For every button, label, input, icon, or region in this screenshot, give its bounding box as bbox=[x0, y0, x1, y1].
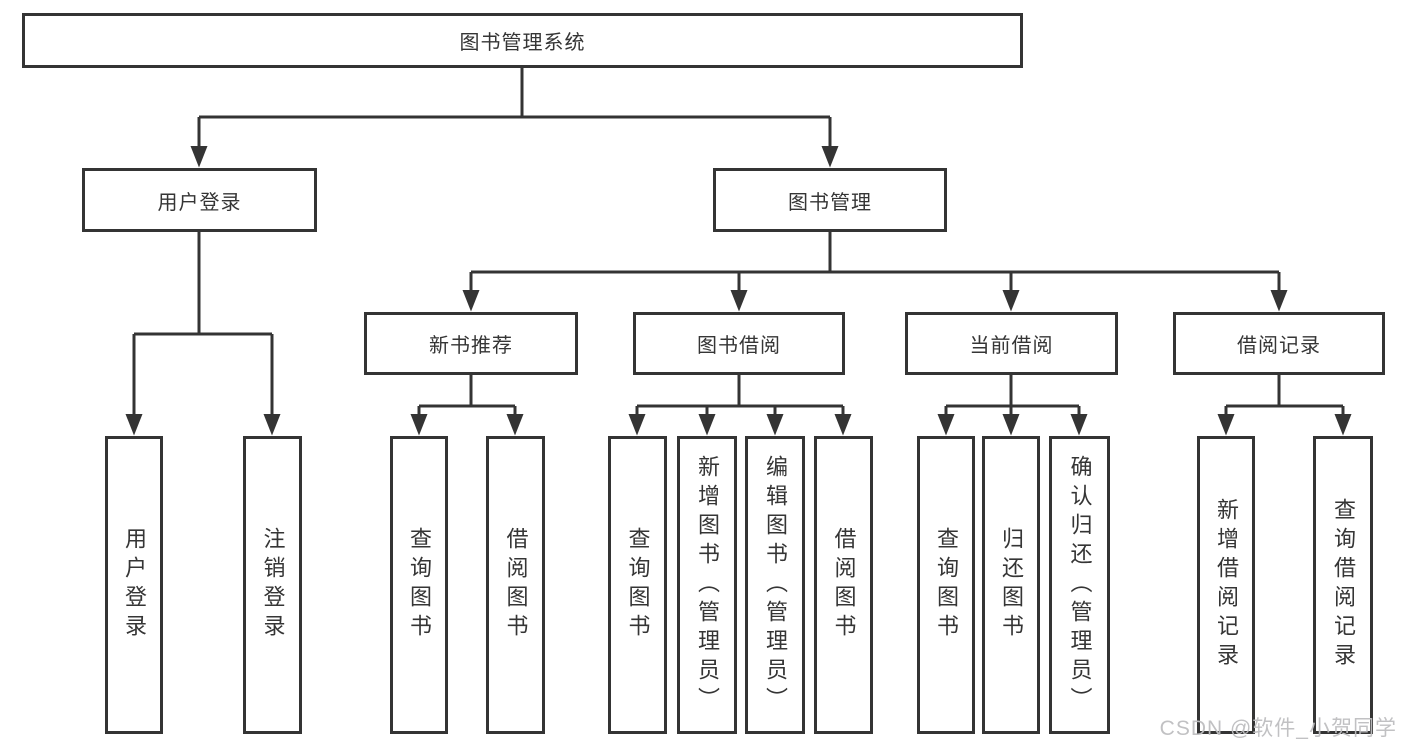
leaf-edit-books-admin: 编辑图书（管理员） bbox=[745, 436, 805, 734]
node-user-login: 用户登录 bbox=[82, 168, 317, 232]
leaf-query-books-recommend: 查询图书 bbox=[390, 436, 448, 734]
node-label: 图书管理系统 bbox=[459, 32, 586, 54]
node-label: 查询图书 bbox=[407, 527, 432, 643]
node-label: 图书借阅 bbox=[697, 335, 781, 357]
node-label: 借阅图书 bbox=[831, 527, 857, 643]
node-book-management: 图书管理 bbox=[713, 168, 947, 232]
node-label: 查询借阅记录 bbox=[1331, 498, 1356, 672]
leaf-return-books: 归还图书 bbox=[982, 436, 1040, 734]
leaf-query-borrow-record: 查询借阅记录 bbox=[1313, 436, 1373, 734]
leaf-logout: 注销登录 bbox=[243, 436, 302, 734]
node-root-book-management-system: 图书管理系统 bbox=[22, 13, 1023, 68]
node-label: 图书管理 bbox=[788, 191, 872, 214]
node-borrowing-records: 借阅记录 bbox=[1173, 312, 1385, 375]
leaf-confirm-return-admin: 确认归还（管理员） bbox=[1049, 436, 1110, 734]
leaf-borrow-books: 借阅图书 bbox=[814, 436, 873, 734]
leaf-add-books-admin: 新增图书（管理员） bbox=[677, 436, 737, 734]
leaf-query-books-current: 查询图书 bbox=[917, 436, 975, 734]
node-label: 归还图书 bbox=[999, 527, 1024, 643]
node-label: 用户登录 bbox=[122, 527, 147, 643]
leaf-add-borrow-record: 新增借阅记录 bbox=[1197, 436, 1255, 734]
node-label: 确认归还（管理员） bbox=[1067, 454, 1093, 716]
node-label: 新增借阅记录 bbox=[1214, 498, 1239, 672]
node-book-borrowing: 图书借阅 bbox=[633, 312, 845, 375]
node-label: 查询图书 bbox=[625, 527, 651, 643]
node-current-borrowing: 当前借阅 bbox=[905, 312, 1118, 375]
leaf-query-books-borrow: 查询图书 bbox=[608, 436, 667, 734]
node-label: 查询图书 bbox=[934, 527, 959, 643]
node-label: 编辑图书（管理员） bbox=[763, 454, 788, 716]
node-label: 新书推荐 bbox=[429, 335, 513, 357]
node-label: 用户登录 bbox=[157, 191, 242, 214]
node-new-book-recommendation: 新书推荐 bbox=[364, 312, 578, 375]
leaf-user-login: 用户登录 bbox=[105, 436, 163, 734]
node-label: 借阅图书 bbox=[503, 527, 529, 643]
leaf-borrow-books-recommend: 借阅图书 bbox=[486, 436, 545, 734]
node-label: 借阅记录 bbox=[1237, 335, 1321, 357]
node-label: 注销登录 bbox=[260, 527, 286, 643]
csdn-watermark: CSDN @软件_小贺同学 bbox=[1159, 717, 1397, 740]
node-label: 新增图书（管理员） bbox=[695, 454, 720, 716]
node-label: 当前借阅 bbox=[969, 335, 1054, 357]
